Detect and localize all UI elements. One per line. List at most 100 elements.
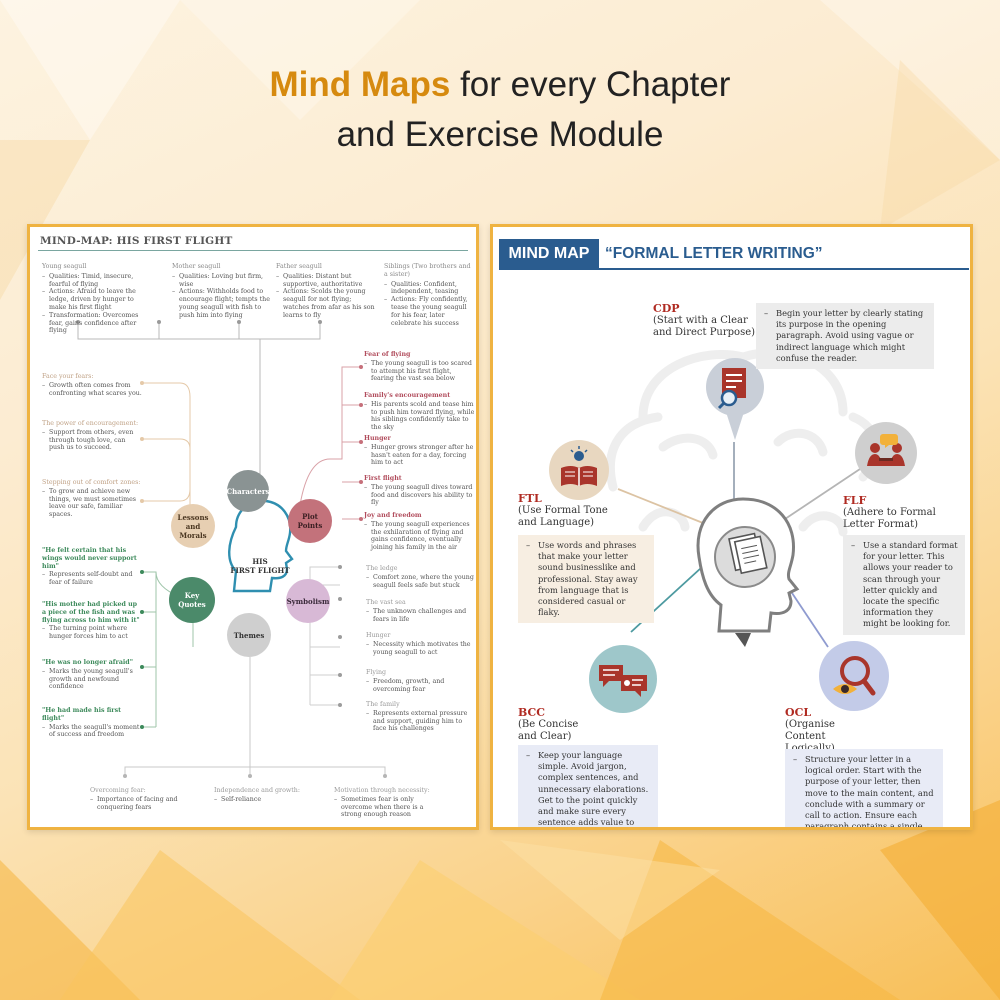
character-point: Transformation: Overcomes fear, gains co…: [42, 312, 144, 335]
left-mind-map-panel: MIND-MAP: HIS FIRST FLIGHT Young seagull…: [27, 224, 479, 830]
headline-highlight: Mind Maps: [269, 65, 451, 104]
quote-title: "He had made his first flight": [42, 707, 122, 722]
branch-flf-description: Use a standard format for your letter. T…: [843, 535, 965, 635]
theme-item: Independence and growth: Self-reliance: [214, 787, 304, 804]
document-search-icon: [717, 368, 746, 410]
plot-point-text: Hunger grows stronger after he hasn't ea…: [364, 444, 476, 467]
magnifier-eye-icon: [833, 656, 876, 696]
quote-title: "His mother had picked up a piece of the…: [42, 601, 140, 624]
character-siblings: Siblings (Two brothers and a sister) Qua…: [384, 263, 474, 327]
node-key-quotes: Key Quotes: [169, 577, 215, 623]
node-plot-points: Plot Points: [288, 499, 332, 543]
branch-text: Use words and phrases that make your let…: [526, 540, 648, 618]
character-point: Qualities: Loving but firm, wise: [172, 273, 274, 289]
flf-icon-circle: [855, 422, 917, 484]
plot-point-text: The young seagull dives toward food and …: [364, 484, 476, 507]
character-name: Young seagull: [42, 263, 87, 270]
node-label: Plot Points: [297, 512, 323, 530]
branch-text: Use a standard format for your letter. T…: [851, 540, 959, 630]
lesson-item: Stepping out of comfort zones: To grow a…: [42, 479, 142, 519]
plot-point-title: Family's encouragement: [364, 392, 451, 399]
node-label: Themes: [233, 630, 265, 640]
lesson-item: The power of encouragement: Support from…: [42, 420, 142, 452]
meeting-icon: [867, 434, 905, 466]
symbol-title: Hunger: [366, 632, 391, 639]
branch-ftl-header: FTL (Use Formal Tone and Language): [518, 493, 614, 529]
left-title-rule: [38, 250, 468, 251]
cdp-icon-circle: [706, 358, 764, 416]
symbol-item: The vast sea The unknown challenges and …: [366, 599, 474, 623]
quote-item: "He felt certain that his wings would ne…: [42, 547, 142, 587]
node-themes: Themes: [227, 613, 271, 657]
branch-ftl-description: Use words and phrases that make your let…: [518, 535, 654, 624]
character-point: Actions: Afraid to leave the ledge, driv…: [42, 288, 144, 311]
lesson-item: Face your fears: Growth often comes from…: [42, 373, 142, 397]
theme-item: Overcoming fear: Importance of facing an…: [90, 787, 180, 811]
quote-text: Marks the young seagull's growth and new…: [42, 668, 142, 691]
branch-text: Begin your letter by clearly stating its…: [764, 308, 928, 364]
quote-item: "He was no longer afraid" Marks the youn…: [42, 659, 142, 691]
plot-point-title: Joy and freedom: [364, 512, 422, 519]
plot-point-item: Family's encouragement His parents scold…: [364, 392, 476, 432]
plot-point-text: His parents scold and tease him to push …: [364, 401, 476, 432]
ocl-icon-circle: [819, 641, 889, 711]
lesson-title: Stepping out of comfort zones:: [42, 479, 141, 486]
symbol-item: The family Represents external pressure …: [366, 701, 474, 733]
character-name: Mother seagull: [172, 263, 221, 270]
node-lessons-and-morals: Lessons and Morals: [171, 504, 215, 548]
theme-text: Sometimes fear is only overcome when the…: [334, 796, 430, 819]
character-point: Qualities: Confident, independent, teasi…: [384, 281, 474, 297]
character-point: Qualities: Distant but supportive, autho…: [276, 273, 378, 289]
plot-point-text: The young seagull experiences the exhila…: [364, 521, 476, 552]
head-silhouette-icon: [228, 499, 294, 593]
branch-cdp-header: CDP (Start with a Clear and Direct Purpo…: [653, 303, 757, 339]
symbol-title: The vast sea: [366, 599, 406, 606]
lesson-text: Growth often comes from confronting what…: [42, 382, 142, 398]
branch-code: CDP: [653, 302, 680, 315]
branch-code: FLF: [843, 494, 867, 507]
symbol-title: The ledge: [366, 565, 398, 572]
branch-label: (Adhere to Formal Letter Format): [843, 507, 936, 530]
plot-point-item: Fear of flying The young seagull is too …: [364, 351, 476, 383]
character-point: Qualities: Timid, insecure, fearful of f…: [42, 273, 144, 289]
lesson-text: To grow and achieve new things, we must …: [42, 488, 142, 519]
branch-code: BCC: [518, 706, 546, 719]
node-label: Key Quotes: [178, 591, 206, 609]
character-point: Actions: Fly confidently, tease the youn…: [384, 296, 474, 327]
right-mind-map-panel: MIND MAP “FORMAL LETTER WRITING”: [490, 224, 973, 830]
center-topic-label: HIS FIRST FLIGHT: [230, 557, 290, 575]
mind-map-tag: MIND MAP: [499, 239, 599, 269]
theme-text: Self-reliance: [214, 796, 304, 804]
plot-point-item: Joy and freedom The young seagull experi…: [364, 512, 476, 552]
branch-ocl-header: OCL (Organise Content Logically): [785, 707, 875, 755]
theme-item: Motivation through necessity: Sometimes …: [334, 787, 430, 819]
bcc-icon-circle: [589, 645, 657, 713]
left-map-title: MIND-MAP: HIS FIRST FLIGHT: [40, 235, 233, 247]
theme-title: Independence and growth:: [214, 787, 300, 794]
branch-ocl-description: Structure your letter in a logical order…: [785, 749, 943, 827]
quote-title: "He felt certain that his wings would ne…: [42, 547, 137, 570]
book-idea-icon: [561, 446, 597, 486]
symbol-item: Flying Freedom, growth, and overcoming f…: [366, 669, 474, 693]
plot-point-item: Hunger Hunger grows stronger after he ha…: [364, 435, 476, 467]
node-label: Lessons and Morals: [177, 512, 209, 540]
branch-label: (Organise Content Logically): [785, 719, 835, 754]
branch-code: FTL: [518, 492, 542, 505]
branch-text: Keep your language simple. Avoid jargon,…: [526, 750, 652, 827]
branch-text: Structure your letter in a logical order…: [793, 754, 937, 827]
branch-code: OCL: [785, 706, 812, 719]
character-name: Father seagull: [276, 263, 322, 270]
quote-item: "He had made his first flight" Marks the…: [42, 707, 142, 739]
symbol-item: The ledge Comfort zone, where the young …: [366, 565, 474, 589]
left-connector-lines: [76, 320, 387, 778]
headline: Mind Maps for every Chapter and Exercise…: [0, 60, 1000, 160]
node-characters: Characters: [227, 470, 270, 512]
cdp-pin-tail: [726, 412, 744, 440]
quote-text: The turning point where hunger forces hi…: [42, 625, 142, 641]
branch-bcc-description: Keep your language simple. Avoid jargon,…: [518, 745, 658, 827]
lesson-title: Face your fears:: [42, 373, 94, 380]
branch-label: (Use Formal Tone and Language): [518, 505, 608, 528]
headline-line1: for every Chapter: [450, 65, 731, 104]
headline-line2: and Exercise Module: [336, 115, 664, 154]
symbol-text: Necessity which motivates the young seag…: [366, 641, 474, 657]
